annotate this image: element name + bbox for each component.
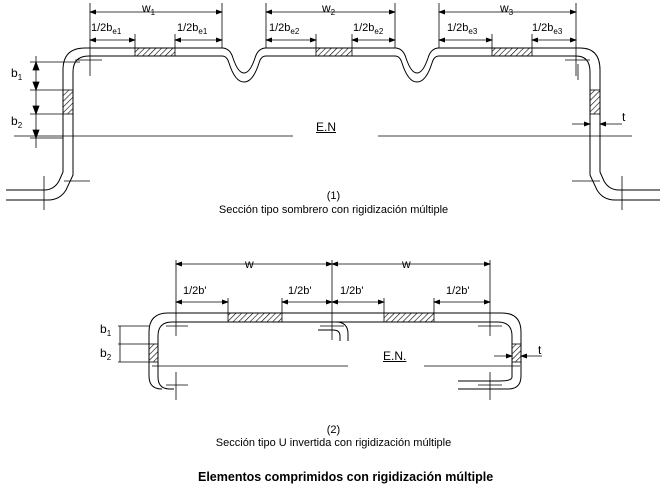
b1-label-u: b1 bbox=[100, 322, 112, 338]
b1-label: b1 bbox=[11, 66, 23, 82]
b2-label: b2 bbox=[11, 114, 23, 130]
thickness-label: t bbox=[622, 110, 626, 124]
b2-label-u: b2 bbox=[100, 346, 112, 362]
w-left-label: w bbox=[245, 257, 254, 271]
w-right-label: w bbox=[402, 257, 411, 271]
be1-left-label: 1/2be1 bbox=[91, 22, 122, 36]
w3-label: w3 bbox=[500, 1, 514, 17]
u-effective-width-hatching bbox=[148, 312, 522, 363]
be2-right-label: 1/2be2 bbox=[353, 22, 384, 36]
figure-title: Elementos comprimidos con rigidización m… bbox=[198, 470, 494, 484]
hat-effective-width-hatching bbox=[62, 47, 601, 115]
diagram2-number: (2) bbox=[326, 424, 341, 436]
u-section-profile bbox=[148, 312, 522, 390]
diagram1-number: (1) bbox=[326, 190, 341, 202]
hat-dimension-lines bbox=[14, 3, 632, 210]
u-dimension-lines bbox=[118, 260, 542, 400]
w1-label: w1 bbox=[142, 1, 156, 17]
neutral-axis-label: E.N bbox=[316, 120, 337, 134]
w2-label: w2 bbox=[322, 1, 336, 17]
be3-right-label: 1/2be3 bbox=[532, 22, 563, 36]
bprime-label-4: 1/2b' bbox=[446, 285, 470, 297]
thickness-label-u: t bbox=[538, 343, 542, 357]
diagram2-caption: Sección tipo U invertida con rigidizació… bbox=[215, 437, 452, 449]
be1-right-label: 1/2be1 bbox=[177, 22, 208, 36]
bprime-label-2: 1/2b' bbox=[288, 285, 312, 297]
be2-left-label: 1/2be2 bbox=[269, 22, 300, 36]
be3-left-label: 1/2be3 bbox=[447, 22, 478, 36]
diagram1-caption: Sección tipo sombrero con rigidización m… bbox=[218, 204, 449, 216]
bprime-label-3: 1/2b' bbox=[340, 285, 364, 297]
neutral-axis-label-u: E.N. bbox=[383, 349, 407, 363]
bprime-label-1: 1/2b' bbox=[183, 285, 207, 297]
